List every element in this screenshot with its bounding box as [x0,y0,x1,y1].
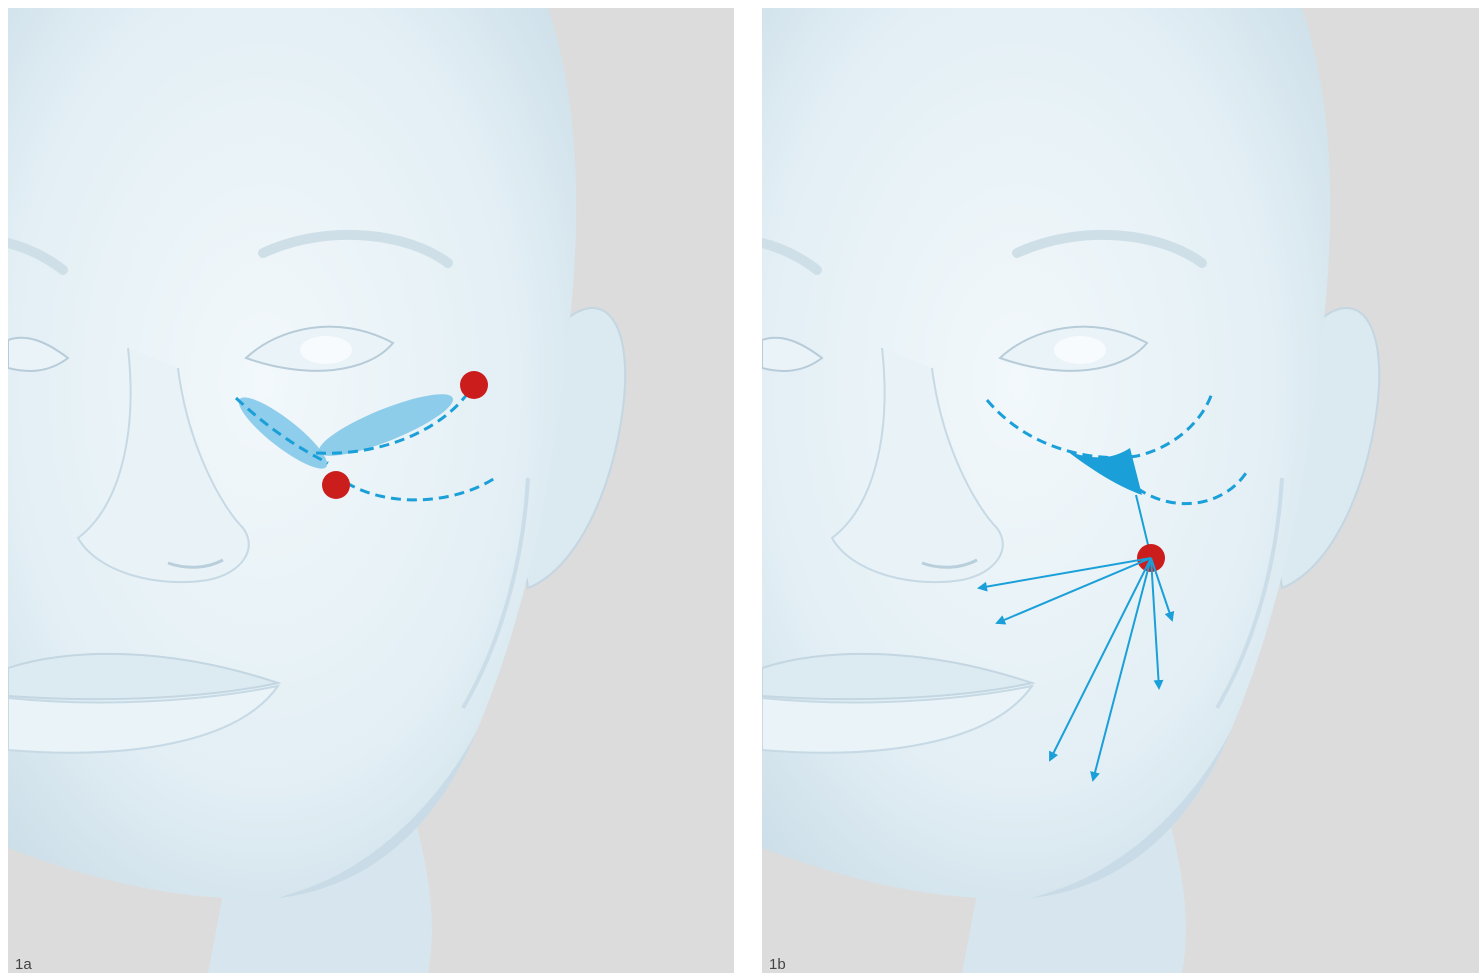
figure-panel-1b: 1b [762,8,1479,973]
figure-panel-1a: 1a [8,8,734,973]
panel-label: 1b [769,956,786,973]
eyeball [1054,336,1106,364]
face-illustration-1b [762,8,1479,973]
face-illustration-1a [8,8,734,973]
red-point-upper [460,371,488,399]
red-point-lower [322,471,350,499]
panel-label: 1a [15,956,32,973]
eyeball [300,336,352,364]
